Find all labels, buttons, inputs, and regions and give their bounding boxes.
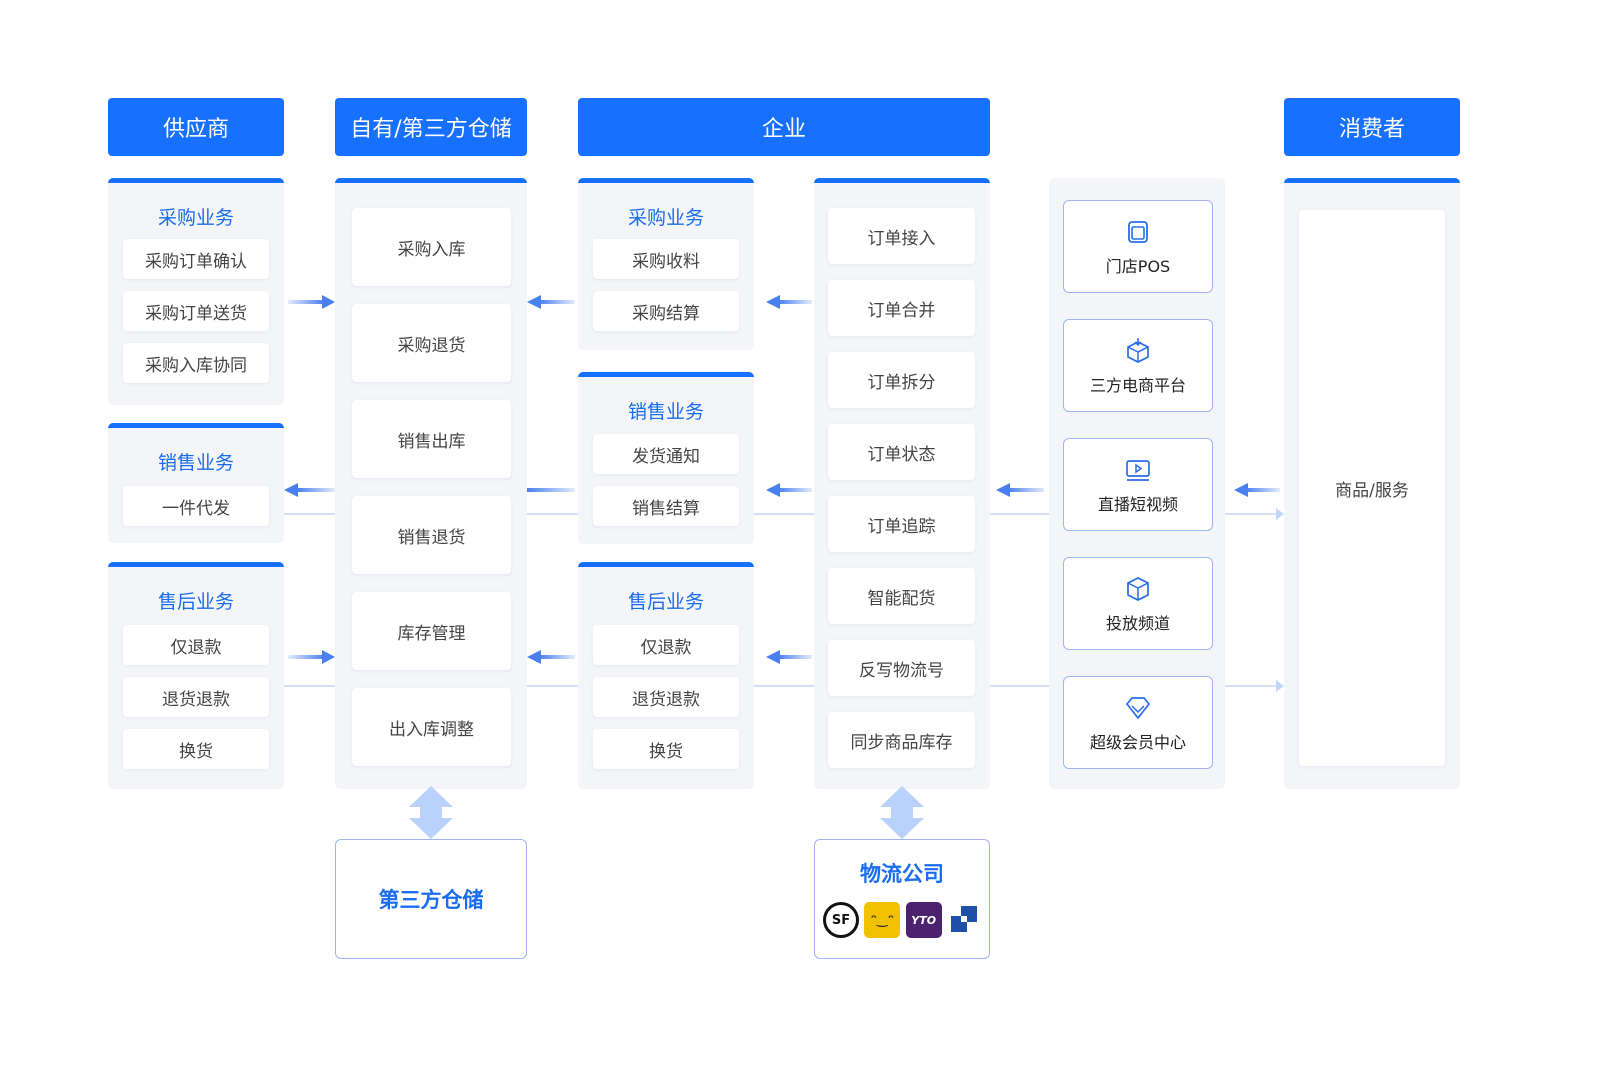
header-warehouse: 自有/第三方仓储: [335, 98, 527, 156]
sf-express-logo: SF: [823, 902, 859, 938]
list-item: 仅退款: [123, 625, 269, 665]
consumer-panel: 商品/服务: [1284, 178, 1460, 789]
order-item: 反写物流号: [828, 640, 975, 696]
list-item: 采购订单确认: [123, 239, 269, 279]
section-title: 售后业务: [157, 591, 234, 613]
warehouse-item: 销售出库: [352, 400, 511, 478]
list-item: 换货: [593, 729, 739, 769]
list-item: 采购订单送货: [123, 291, 269, 331]
section-title: 采购业务: [627, 207, 704, 229]
list-item: 采购入库协同: [123, 343, 269, 383]
section-title: 销售业务: [627, 401, 704, 423]
flow-arrowhead-lower: [1276, 680, 1284, 692]
list-item: 发货通知: [593, 434, 739, 474]
arrow-left-purchase-warehouse: [527, 295, 575, 309]
arrow-left-aftersale-enterprise: [766, 650, 812, 664]
list-item: 仅退款: [593, 625, 739, 665]
channel-live-video: 直播短视频: [1063, 438, 1213, 531]
third-party-warehouse-box: 第三方仓储: [335, 839, 527, 959]
header-supplier: 供应商: [108, 98, 284, 156]
arrow-left-sales-supplier: [284, 483, 335, 497]
logistics-box: 物流公司 SF ᵔ‿ᵔ YTO: [814, 839, 990, 959]
list-item: 采购收料: [593, 239, 739, 279]
flow-arrowhead-upper: [1276, 508, 1284, 520]
section-title: 售后业务: [627, 591, 704, 613]
channel-ad-placement: 投放频道: [1063, 557, 1213, 650]
supplier-sales-panel: 销售业务 一件代发: [108, 423, 284, 543]
video-play-icon: [1126, 459, 1150, 481]
channel-store-pos: 门店POS: [1063, 200, 1213, 293]
consumer-goods-services: 商品/服务: [1299, 210, 1445, 766]
channel-member-center: 超级会员中心: [1063, 676, 1213, 769]
list-item: 采购结算: [593, 291, 739, 331]
header-consumer: 消费者: [1284, 98, 1460, 156]
list-item: 退货退款: [593, 677, 739, 717]
channel-label: 三方电商平台: [1089, 375, 1186, 395]
cainiao-logo: [946, 902, 983, 938]
order-item: 订单追踪: [828, 496, 975, 552]
diamond-icon: [1125, 696, 1151, 719]
channel-label: 投放频道: [1105, 613, 1170, 633]
enterprise-orders-panel: 订单接入 订单合并 订单拆分 订单状态 订单追踪 智能配货 反写物流号 同步商品…: [814, 178, 990, 789]
warehouse-item: 库存管理: [352, 592, 511, 670]
third-party-warehouse-label: 第三方仓储: [378, 888, 484, 912]
order-item: 订单接入: [828, 208, 975, 264]
warehouse-item: 销售退货: [352, 496, 511, 574]
section-title: 采购业务: [157, 207, 234, 229]
header-enterprise: 企业: [578, 98, 990, 156]
order-item: 订单拆分: [828, 352, 975, 408]
arrow-left-sales-enterprise: [766, 483, 812, 497]
order-item: 订单合并: [828, 280, 975, 336]
enterprise-sales-panel: 销售业务 发货通知 销售结算: [578, 372, 754, 544]
cainiao-mark-icon: [950, 906, 977, 932]
logistics-logos: SF ᵔ‿ᵔ YTO: [823, 902, 983, 940]
arrow-left-aftersale-warehouse: [527, 650, 575, 664]
arrow-left-channels: [996, 483, 1044, 497]
warehouse-item: 出入库调整: [352, 688, 511, 766]
yto-logo: YTO: [905, 902, 942, 938]
enterprise-aftersale-panel: 售后业务 仅退款 退货退款 换货: [578, 562, 754, 789]
channel-label: 超级会员中心: [1089, 732, 1186, 752]
order-item: 订单状态: [828, 424, 975, 480]
arrow-left-purchase-enterprise: [766, 295, 812, 309]
channel-label: 门店POS: [1105, 256, 1171, 276]
channels-panel: 门店POS 三方电商平台 直播短视频 投放频道 超级会员中心: [1049, 178, 1225, 789]
enterprise-purchase-panel: 采购业务 采购收料 采购结算: [578, 178, 754, 350]
list-item: 换货: [123, 729, 269, 769]
arrow-right-aftersale: [288, 650, 335, 664]
order-item: 智能配货: [828, 568, 975, 624]
double-arrow-logistics: [880, 786, 924, 839]
warehouse-panel: 采购入库 采购退货 销售出库 销售退货 库存管理 出入库调整: [335, 178, 527, 789]
arrow-right-purchase: [288, 295, 335, 309]
cube-icon: [1127, 576, 1149, 601]
yunda-logo: ᵔ‿ᵔ: [864, 902, 901, 938]
supplier-purchase-panel: 采购业务 采购订单确认 采购订单送货 采购入库协同: [108, 178, 284, 405]
window-icon: [1128, 220, 1148, 243]
box-download-icon: [1127, 337, 1149, 363]
arrow-left-consumer: [1234, 483, 1280, 497]
channel-ecommerce: 三方电商平台: [1063, 319, 1213, 412]
channel-label: 直播短视频: [1097, 494, 1178, 514]
list-item: 一件代发: [123, 486, 269, 526]
warehouse-item: 采购退货: [352, 304, 511, 382]
order-item: 同步商品库存: [828, 712, 975, 768]
double-arrow-warehouse: [409, 786, 453, 839]
supplier-aftersale-panel: 售后业务 仅退款 退货退款 换货: [108, 562, 284, 789]
arrow-left-sales-warehouse: [527, 488, 575, 492]
logistics-title: 物流公司: [860, 862, 944, 886]
list-item: 销售结算: [593, 486, 739, 526]
section-title: 销售业务: [157, 452, 234, 474]
list-item: 退货退款: [123, 677, 269, 717]
warehouse-item: 采购入库: [352, 208, 511, 286]
